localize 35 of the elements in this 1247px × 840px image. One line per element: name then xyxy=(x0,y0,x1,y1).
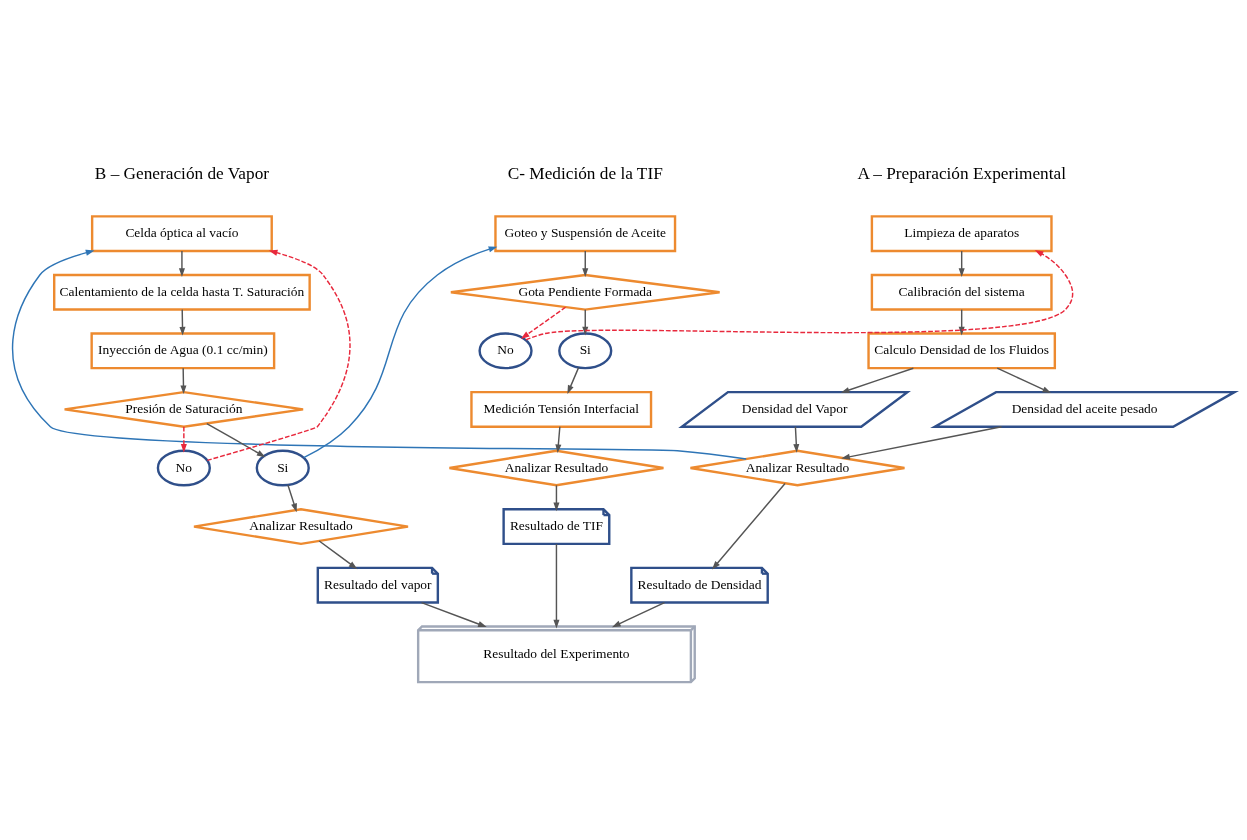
node-diamond: Analizar Resultado xyxy=(192,508,410,546)
node-diamond: Analizar Resultado xyxy=(448,449,665,487)
node-box: Celda óptica al vacío xyxy=(90,215,273,253)
arrow xyxy=(793,426,800,453)
arrow xyxy=(206,249,351,462)
node-diamond: Gota Pendiente Formada xyxy=(449,273,721,311)
node-diamond: Presión de Saturación xyxy=(63,390,305,428)
node-box: Calculo Densidad de los Fluidos xyxy=(867,332,1057,370)
arrow xyxy=(180,426,187,453)
arrow xyxy=(206,422,266,458)
arrow xyxy=(567,366,580,394)
node-box: Calibración del sistema xyxy=(870,273,1053,311)
node-box: Limpieza de aparatos xyxy=(870,215,1053,253)
arrow xyxy=(555,426,562,454)
node-box: Inyección de Agua (0.1 cc/min) xyxy=(90,332,276,370)
arrow xyxy=(996,367,1052,394)
node-ellipse: Si xyxy=(558,332,613,370)
label: B – Generación de Vapor xyxy=(94,164,270,184)
node-box: Medición Tensión Interfacial xyxy=(470,390,653,428)
arrow xyxy=(841,426,1003,460)
arrow xyxy=(520,306,567,340)
arrow xyxy=(712,482,786,570)
label: C- Medición de la TIF xyxy=(507,164,663,184)
arrow xyxy=(287,484,297,513)
arrow xyxy=(318,540,358,570)
arrow xyxy=(303,246,498,459)
arrow xyxy=(178,250,185,277)
node-ellipse: No xyxy=(156,449,211,487)
label: A – Preparación Experimental xyxy=(857,164,1066,184)
node-box: Goteo y Suspensión de Aceite xyxy=(494,215,677,253)
node-box: Calentamiento de la celda hasta T. Saturación xyxy=(53,273,311,311)
arrow xyxy=(420,601,487,628)
arrow xyxy=(840,367,915,393)
arrow xyxy=(553,543,560,629)
node-diamond: Analizar Resultado xyxy=(689,449,906,487)
